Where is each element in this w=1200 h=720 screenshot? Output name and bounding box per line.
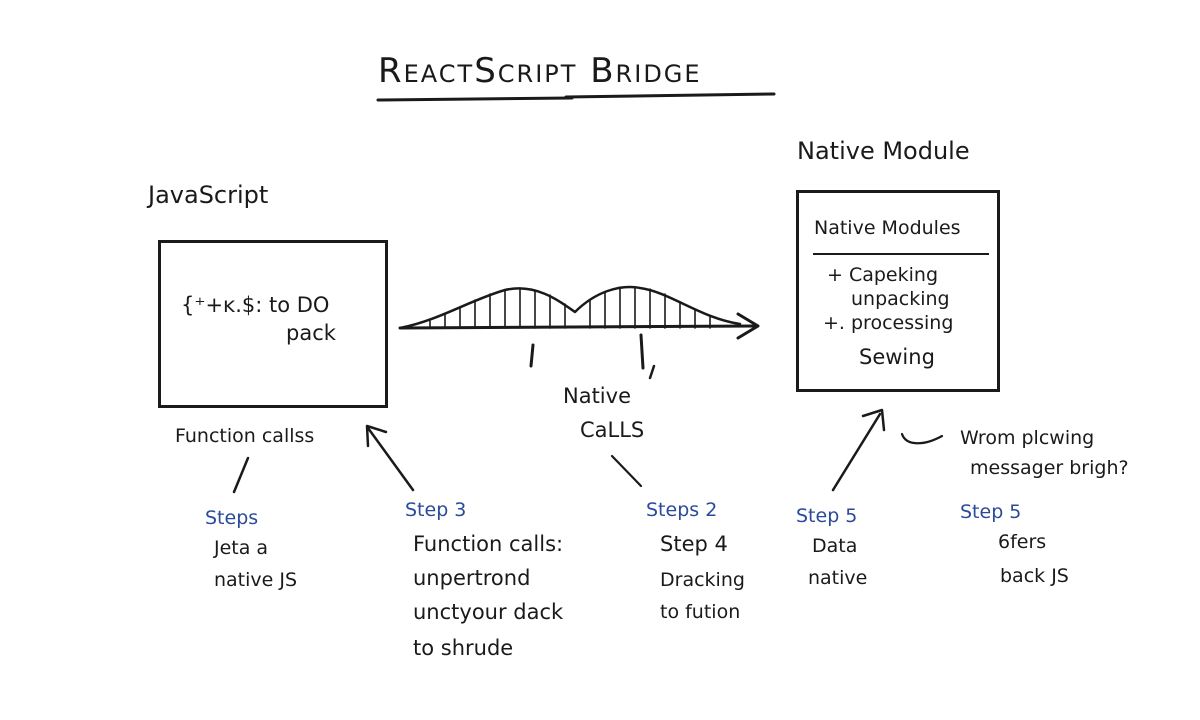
step-text-1a: Jeta a — [214, 537, 269, 559]
side-note-line1: Wrom plcwing — [960, 427, 1095, 449]
javascript-box: {⁺+ĸ.$: to DO pack — [158, 240, 388, 408]
step-text-1b: native JS — [214, 569, 298, 591]
native-item-unpacking: unpacking — [851, 288, 950, 310]
native-modules-divider — [813, 253, 989, 255]
step3-arrowhead — [365, 424, 388, 448]
native-item-sewing: Sewing — [859, 345, 935, 369]
bridge-arrowhead — [736, 312, 760, 340]
function-calls-caption: Function callss — [175, 425, 315, 447]
step-label-3: Steps 2 — [646, 499, 718, 521]
title-underline-right — [564, 92, 776, 99]
javascript-heading: JavaScript — [148, 181, 269, 209]
function-calls-stroke — [232, 456, 250, 494]
javascript-box-line2: pack — [286, 321, 336, 345]
native-item-capeking: + Capeking — [827, 264, 939, 286]
native-item-processing: +. processing — [823, 312, 954, 334]
native-calls-stroke — [610, 454, 643, 488]
step-text-2a: Function calls: — [413, 532, 564, 556]
native-module-heading: Native Module — [797, 137, 970, 165]
step-text-3c: to fution — [660, 601, 741, 623]
bridge-pier-right — [639, 333, 645, 370]
bridge-deck — [398, 324, 758, 330]
bridge-label-line1: Native — [563, 384, 631, 408]
step5-arrowhead — [861, 408, 886, 432]
step-text-2c: unctyour dack — [413, 600, 564, 624]
title-underline — [376, 96, 574, 102]
step-label-5: Step 5 — [960, 501, 1022, 523]
step-label-1: Steps — [205, 507, 259, 529]
step3-arrow-line — [366, 426, 415, 492]
step-text-5b: back JS — [1000, 565, 1069, 587]
step-text-3b: Dracking — [660, 569, 745, 591]
diagram-title: ReactScript Bridge — [378, 51, 702, 91]
bridge-pier-right-tick — [648, 364, 656, 380]
step-text-2b: unpertrond — [413, 566, 531, 590]
side-note-hook — [900, 432, 944, 445]
step-label-4: Step 5 — [796, 505, 858, 527]
step-label-2: Step 3 — [405, 499, 467, 521]
bridge-hangers — [429, 286, 711, 329]
step-text-2d: to shrude — [413, 636, 514, 660]
bridge-label-line2: CaLLS — [580, 418, 645, 442]
step-text-3a: Step 4 — [660, 532, 728, 556]
step5-arrow-line — [831, 412, 882, 492]
bridge-pier-left — [529, 343, 535, 368]
step-text-4a: Data — [812, 535, 858, 557]
side-note-line2: messager brigh? — [970, 457, 1129, 479]
native-modules-box-title: Native Modules — [814, 217, 961, 239]
bridge-cable — [398, 285, 742, 330]
javascript-box-line1: {⁺+ĸ.$: to DO — [181, 293, 330, 317]
step-text-4b: native — [808, 567, 868, 589]
native-modules-box: Native Modules + Capeking unpacking +. p… — [796, 190, 1000, 392]
step-text-5a: 6fers — [998, 531, 1047, 553]
